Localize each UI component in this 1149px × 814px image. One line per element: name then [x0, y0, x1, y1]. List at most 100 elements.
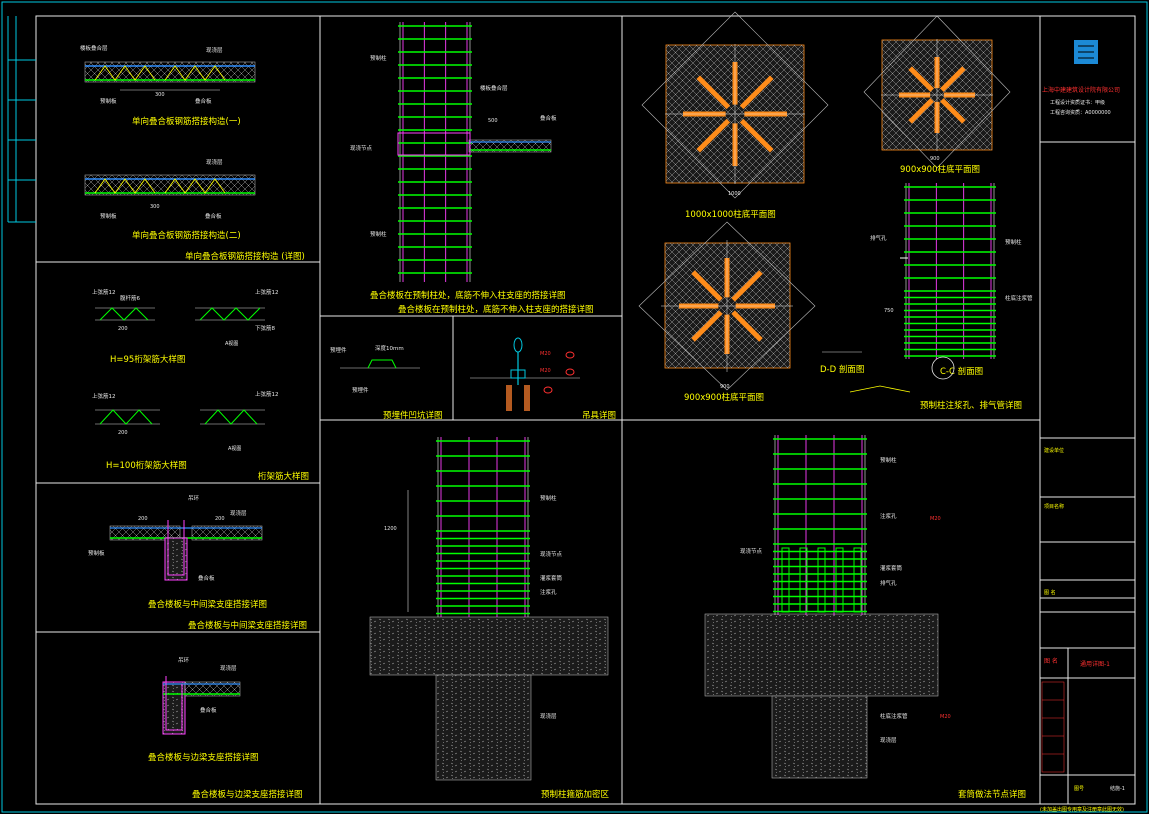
panel-edge-beam: 吊环 现浇层 叠合板 叠合楼板与边梁支座搭接详图 叠合楼板与边梁支座搭接详图: [148, 657, 303, 800]
sheet-name: 通用详图-1: [1080, 660, 1110, 668]
svg-text:叠合板: 叠合板: [200, 706, 217, 714]
svg-text:叠合板: 叠合板: [198, 574, 215, 582]
svg-text:上弦筋12: 上弦筋12: [92, 288, 116, 296]
svg-text:A视图: A视图: [228, 445, 241, 452]
svg-text:现浇层: 现浇层: [206, 46, 223, 54]
svg-text:预制柱: 预制柱: [540, 494, 557, 502]
sheet-label-2: 图 名: [1044, 657, 1058, 665]
title-block: 上海中建建筑设计院有限公司 工程设计资质证书：甲级 工程咨询资质：A000000…: [1040, 40, 1135, 813]
panel-slab-lap: 300 预制板 叠合板 现浇层 楼板叠合层 单向叠合板钢筋搭接构造(一) 300…: [80, 44, 305, 262]
subtitle-slab-1: 单向叠合板钢筋搭接构造(一): [132, 116, 241, 127]
signature-rows: [1041, 681, 1065, 773]
sec-cc: C-C 剖面图: [940, 366, 983, 377]
svg-text:预制柱: 预制柱: [370, 230, 387, 238]
svg-text:楼板叠合层: 楼板叠合层: [480, 84, 508, 92]
svg-text:预制板: 预制板: [100, 97, 117, 105]
svg-text:注浆孔: 注浆孔: [880, 512, 897, 520]
panel-4-title: 叠合楼板与边梁支座搭接详图: [192, 789, 303, 800]
sub-base-1000: 1000x1000柱底平面图: [685, 209, 776, 220]
base-plan-900a: 900 900x900柱底平面图: [863, 15, 1011, 175]
svg-text:现浇层: 现浇层: [230, 509, 247, 517]
svg-text:吊环: 吊环: [178, 657, 190, 664]
project-label: 建设单位: [1044, 447, 1064, 454]
svg-text:预制柱: 预制柱: [1005, 238, 1022, 246]
svg-text:500: 500: [488, 118, 498, 124]
svg-text:200: 200: [118, 326, 128, 332]
sub-mid-beam: 叠合楼板与中间梁支座搭接详图: [148, 599, 267, 610]
svg-text:A视图: A视图: [225, 340, 238, 347]
svg-text:300: 300: [155, 92, 165, 98]
binding-strip: [7, 16, 36, 223]
svg-text:吊环: 吊环: [188, 495, 200, 502]
panel-10-title: 套筒做法节点详图: [958, 789, 1026, 800]
svg-text:深度10mm: 深度10mm: [375, 344, 404, 352]
svg-text:现浇层: 现浇层: [540, 712, 557, 720]
panel-embed-pit: 预埋件 深度10mm 预埋件 预埋件凹坑详图: [330, 344, 443, 421]
precast-column-stirrups: [436, 437, 530, 617]
svg-text:750: 750: [884, 308, 894, 314]
svg-text:M20: M20: [940, 714, 951, 720]
grout-section: 排气孔 预制柱 柱底注浆管 750 C-C 剖面图 D-D 剖面图: [820, 183, 1033, 393]
panel-sleeve: 预制柱 注浆孔 M20 灌浆套筒 排气孔 现浇节点 柱底注浆管 M20 现浇层 …: [704, 435, 1026, 800]
panel-column-slab: 预制柱 现浇节点 楼板叠合层 叠合板 预制柱 500 叠合楼板在预制柱处，底筋不…: [350, 22, 594, 315]
svg-text:预制板: 预制板: [88, 549, 105, 557]
panel-6-title: 预埋件凹坑详图: [383, 410, 443, 421]
panel-3-title: 叠合楼板与中间梁支座搭接详图: [188, 620, 307, 631]
svg-text:现浇节点: 现浇节点: [540, 550, 563, 558]
svg-text:腹杆筋6: 腹杆筋6: [120, 294, 141, 302]
sec-dd: D-D 剖面图: [820, 364, 864, 375]
grout-column: [904, 183, 996, 359]
panel-lifting: M20 M20 吊具详图: [470, 337, 616, 421]
svg-text:300: 300: [150, 204, 160, 210]
svg-text:排气孔: 排气孔: [880, 579, 897, 587]
svg-text:现浇层: 现浇层: [206, 158, 223, 166]
sheet-border-inner: [35, 15, 1136, 805]
svg-text:现浇层: 现浇层: [880, 736, 897, 744]
sub-base-900a: 900x900柱底平面图: [900, 164, 980, 175]
svg-text:排气孔: 排气孔: [870, 234, 887, 242]
svg-text:预制柱: 预制柱: [370, 54, 387, 62]
svg-text:柱底注浆管: 柱底注浆管: [880, 712, 908, 720]
svg-text:下弦筋8: 下弦筋8: [255, 324, 276, 332]
svg-text:200: 200: [215, 516, 225, 522]
truss-h100: 上弦筋12 200 上弦筋12 A视图 H=100桁架筋大样图: [92, 390, 279, 471]
panel-mid-beam: 吊环 现浇层 叠合板 预制板 200 200 叠合楼板与中间梁支座搭接详图 叠合…: [88, 495, 307, 631]
panel-7-title: 吊具详图: [582, 410, 616, 421]
svg-text:预埋件: 预埋件: [352, 386, 369, 394]
svg-text:900: 900: [930, 156, 940, 162]
svg-text:900: 900: [720, 384, 730, 390]
svg-text:柱底注浆管: 柱底注浆管: [1005, 294, 1033, 302]
sleeve-column: [773, 435, 867, 615]
precast-column-upper: [398, 22, 472, 282]
svg-text:预制柱: 预制柱: [880, 456, 897, 464]
svg-text:现浇节点: 现浇节点: [350, 144, 373, 152]
panel-2-title: 桁架筋大样图: [258, 471, 309, 482]
sheet-no: 结施-1: [1110, 785, 1125, 792]
base-plan-900b: 900 900x900柱底平面图: [638, 221, 816, 403]
subtitle-truss-100: H=100桁架筋大样图: [106, 460, 187, 471]
panel-truss: 上弦筋12 腹杆筋6 200 上弦筋12 下弦筋8 A视图 H=95桁架筋大样图…: [92, 288, 309, 482]
panel-1-title: 单向叠合板钢筋搭接构造 (详图): [185, 251, 305, 262]
svg-text:200: 200: [118, 430, 128, 436]
panel-8-title: 预制柱注浆孔、排气管详图: [920, 400, 1022, 411]
sub-base-900b: 900x900柱底平面图: [684, 392, 764, 403]
project-name: 项目名称: [1044, 503, 1064, 510]
sheet-label: 图 名: [1044, 589, 1056, 596]
svg-text:预埋件: 预埋件: [330, 346, 347, 354]
truss-h95: 上弦筋12 腹杆筋6 200 上弦筋12 下弦筋8 A视图 H=95桁架筋大样图: [92, 288, 279, 365]
subtitle-truss-95: H=95桁架筋大样图: [110, 354, 185, 365]
svg-text:M20: M20: [930, 516, 941, 522]
svg-text:上弦筋12: 上弦筋12: [255, 288, 279, 296]
base-plan-1000: 1000 1000x1000柱底平面图: [641, 11, 829, 220]
svg-text:灌浆套筒: 灌浆套筒: [540, 574, 563, 582]
sheet-no-label: 图号: [1074, 786, 1084, 792]
svg-text:现浇层: 现浇层: [220, 664, 237, 672]
svg-text:注浆孔: 注浆孔: [540, 588, 557, 596]
panel-5-title: 叠合楼板在预制柱处，底筋不伸入柱支座的搭接详图: [398, 304, 594, 315]
panel-stirrup-zone: 1200 预制柱 现浇节点 灌浆套筒 注浆孔 现浇层 预制柱箍筋加密区: [369, 437, 610, 800]
svg-text:叠合板: 叠合板: [540, 114, 557, 122]
slab-lap-detail-2: 300 预制板 叠合板 现浇层 单向叠合板钢筋搭接构造(二): [84, 158, 256, 241]
panel-grid: [36, 16, 1041, 804]
